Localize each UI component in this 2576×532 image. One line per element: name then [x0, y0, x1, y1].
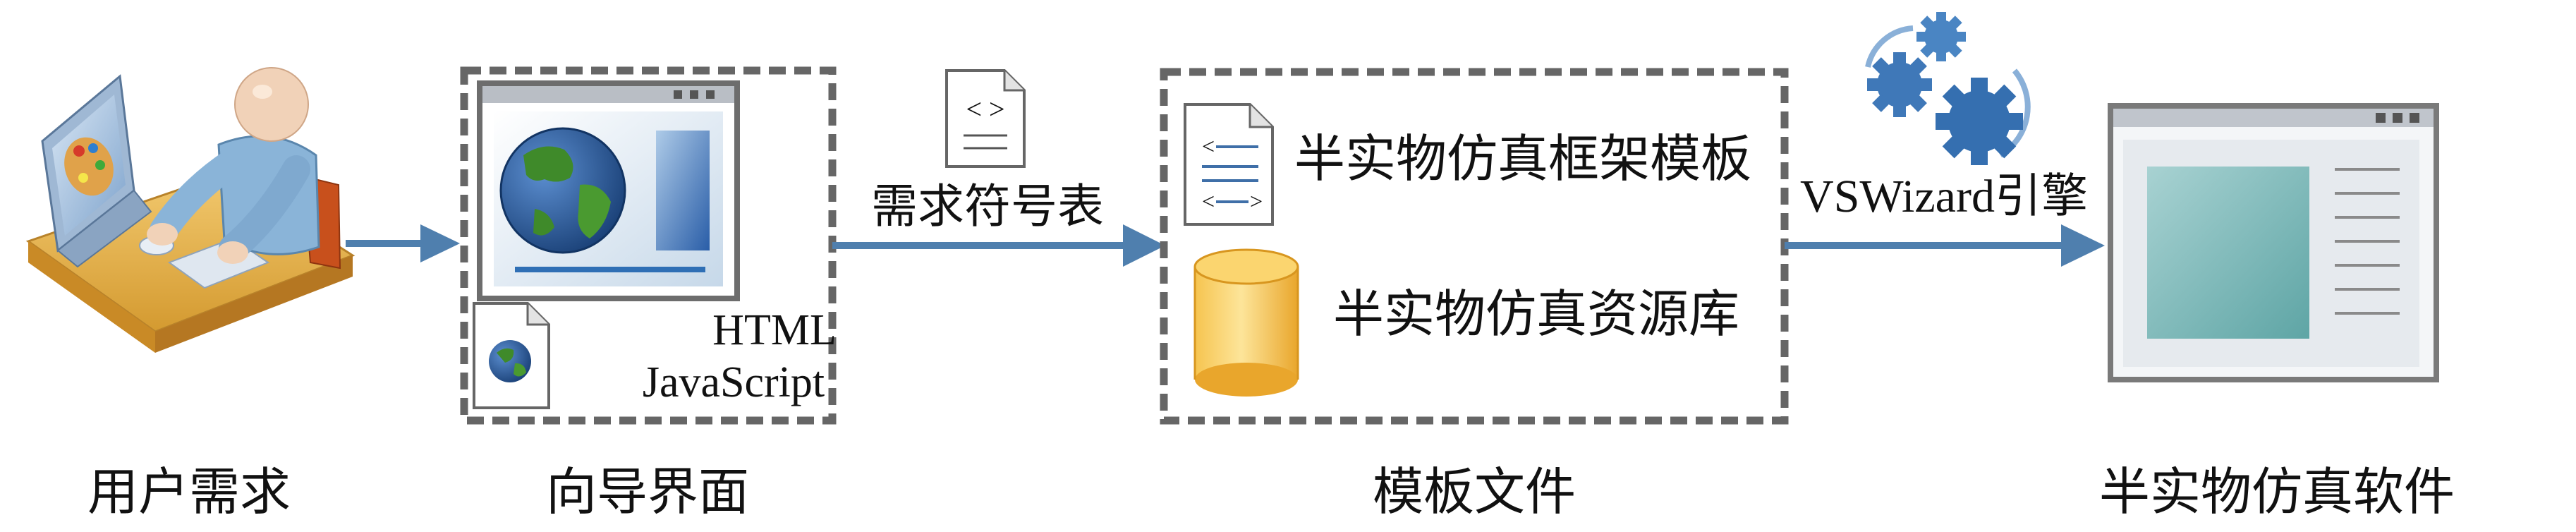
- document-template-icon: < < >: [1184, 103, 1274, 226]
- database-cylinder-icon: [1193, 248, 1299, 397]
- svg-text:>: >: [1250, 188, 1263, 214]
- app-window-icon-software: [2108, 103, 2439, 382]
- label-symbol-table: 需求符号表: [871, 179, 1104, 234]
- document-globe-icon: [473, 302, 550, 409]
- document-code-icon: < >: [945, 69, 1026, 168]
- wizard-box: HTML JavaScript: [460, 66, 837, 425]
- stage-label-wizard: 向导界面: [546, 462, 749, 521]
- arrow-template-to-software: [1785, 224, 2105, 267]
- stage-label-template: 模板文件: [1373, 462, 1576, 521]
- gears-icon: [1865, 12, 2031, 165]
- stage-label-software: 半实物仿真软件: [2099, 462, 2455, 521]
- wizard-tech-line2: JavaScript: [643, 358, 825, 406]
- template-box: < < > 半实物仿真框架模板 半实物仿真资源库: [1160, 68, 1789, 425]
- label-engine: VSWizard引擎: [1800, 171, 2088, 222]
- svg-text:< >: < >: [966, 93, 1004, 125]
- stage-label-user: 用户需求: [87, 462, 291, 521]
- person-at-computer-icon: [25, 67, 356, 353]
- svg-text:<: <: [1202, 188, 1215, 214]
- wizard-tech-line1: HTML: [712, 306, 837, 354]
- svg-text:<: <: [1202, 133, 1215, 159]
- app-window-icon: [477, 80, 740, 301]
- label-framework-template: 半实物仿真框架模板: [1294, 129, 1751, 188]
- arrow-user-to-wizard: [346, 224, 460, 262]
- globe-icon: [499, 127, 626, 254]
- label-resource-library: 半实物仿真资源库: [1333, 284, 1739, 344]
- arrow-wizard-to-template: [832, 224, 1165, 267]
